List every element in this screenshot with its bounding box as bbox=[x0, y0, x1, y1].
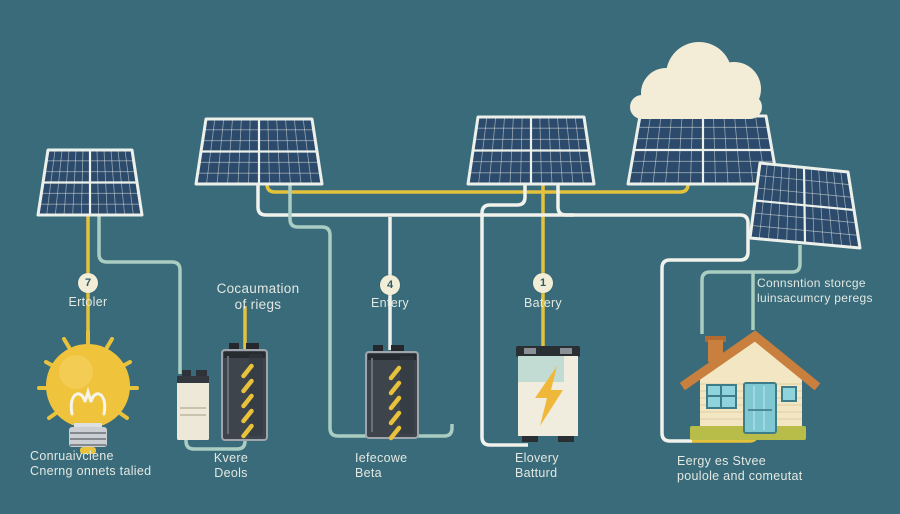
annotation-storage: Connsntion storcge luinsacumcry peregs bbox=[757, 276, 897, 306]
caption-batteries: Kvere Deols bbox=[194, 451, 268, 480]
annotation-consumption-line2: of riegs bbox=[234, 296, 282, 312]
label-batery: Batery bbox=[524, 296, 562, 310]
solar-panel-icon bbox=[626, 114, 780, 186]
label-ertoler: Ertoler bbox=[68, 295, 108, 309]
solar-panel-icon bbox=[194, 117, 324, 186]
caption-house-line2: poulole and comeutat bbox=[677, 468, 803, 483]
light-bulb-icon bbox=[37, 330, 139, 454]
step-badge-7: 7 bbox=[78, 273, 98, 293]
caption-battery-mid: Iefecowe Beta bbox=[355, 451, 407, 480]
wire bbox=[288, 182, 454, 438]
annotation-consumption: Cocaumation of riegs bbox=[202, 281, 314, 312]
caption-battery-mid-line1: Iefecowe bbox=[355, 451, 408, 465]
caption-house: Eergy es Stvee poulole and comeutat bbox=[677, 454, 803, 483]
annotation-storage-line2: luinsacumcry peregs bbox=[757, 291, 873, 305]
step-badge-1: 1 bbox=[533, 273, 553, 293]
house-icon bbox=[679, 330, 821, 440]
wire bbox=[97, 213, 182, 374]
caption-bulb-line2: Cnerng onnets talied bbox=[30, 463, 152, 478]
caption-bulb: Conruaivclene Cnerng onnets talied bbox=[30, 449, 151, 478]
caption-battery-storage: Elovery Batturd bbox=[515, 451, 559, 480]
solar-panel-icon bbox=[466, 115, 596, 186]
caption-house-line1: Eergy es Stvee bbox=[677, 454, 766, 468]
wire bbox=[265, 182, 690, 194]
cloud-icon bbox=[630, 42, 762, 119]
label-entery: Entery bbox=[371, 296, 409, 310]
battery-mid-icon bbox=[365, 345, 419, 441]
wires bbox=[86, 182, 802, 451]
caption-battery-storage-line2: Batturd bbox=[515, 465, 558, 480]
storage-battery-icon bbox=[516, 346, 580, 442]
caption-batteries-line1: Kvere bbox=[213, 451, 249, 465]
wire bbox=[700, 245, 802, 334]
step-badge-4: 4 bbox=[380, 275, 400, 295]
wire bbox=[556, 182, 574, 217]
battery-small-icon bbox=[177, 370, 209, 440]
battery-dark-icon bbox=[221, 343, 268, 441]
caption-bulb-line1: Conruaivclene bbox=[30, 449, 114, 463]
solar-panel-icon bbox=[748, 161, 862, 250]
wire bbox=[184, 437, 247, 451]
wire bbox=[480, 182, 528, 447]
caption-battery-mid-line2: Beta bbox=[355, 465, 382, 480]
wire bbox=[256, 182, 750, 443]
annotation-storage-line1: Connsntion storcge bbox=[757, 276, 866, 290]
solar-panel-icon bbox=[36, 148, 144, 217]
annotation-consumption-line1: Cocaumation bbox=[216, 281, 300, 296]
caption-battery-storage-line1: Elovery bbox=[515, 451, 559, 465]
caption-batteries-line2: Deols bbox=[214, 465, 248, 480]
